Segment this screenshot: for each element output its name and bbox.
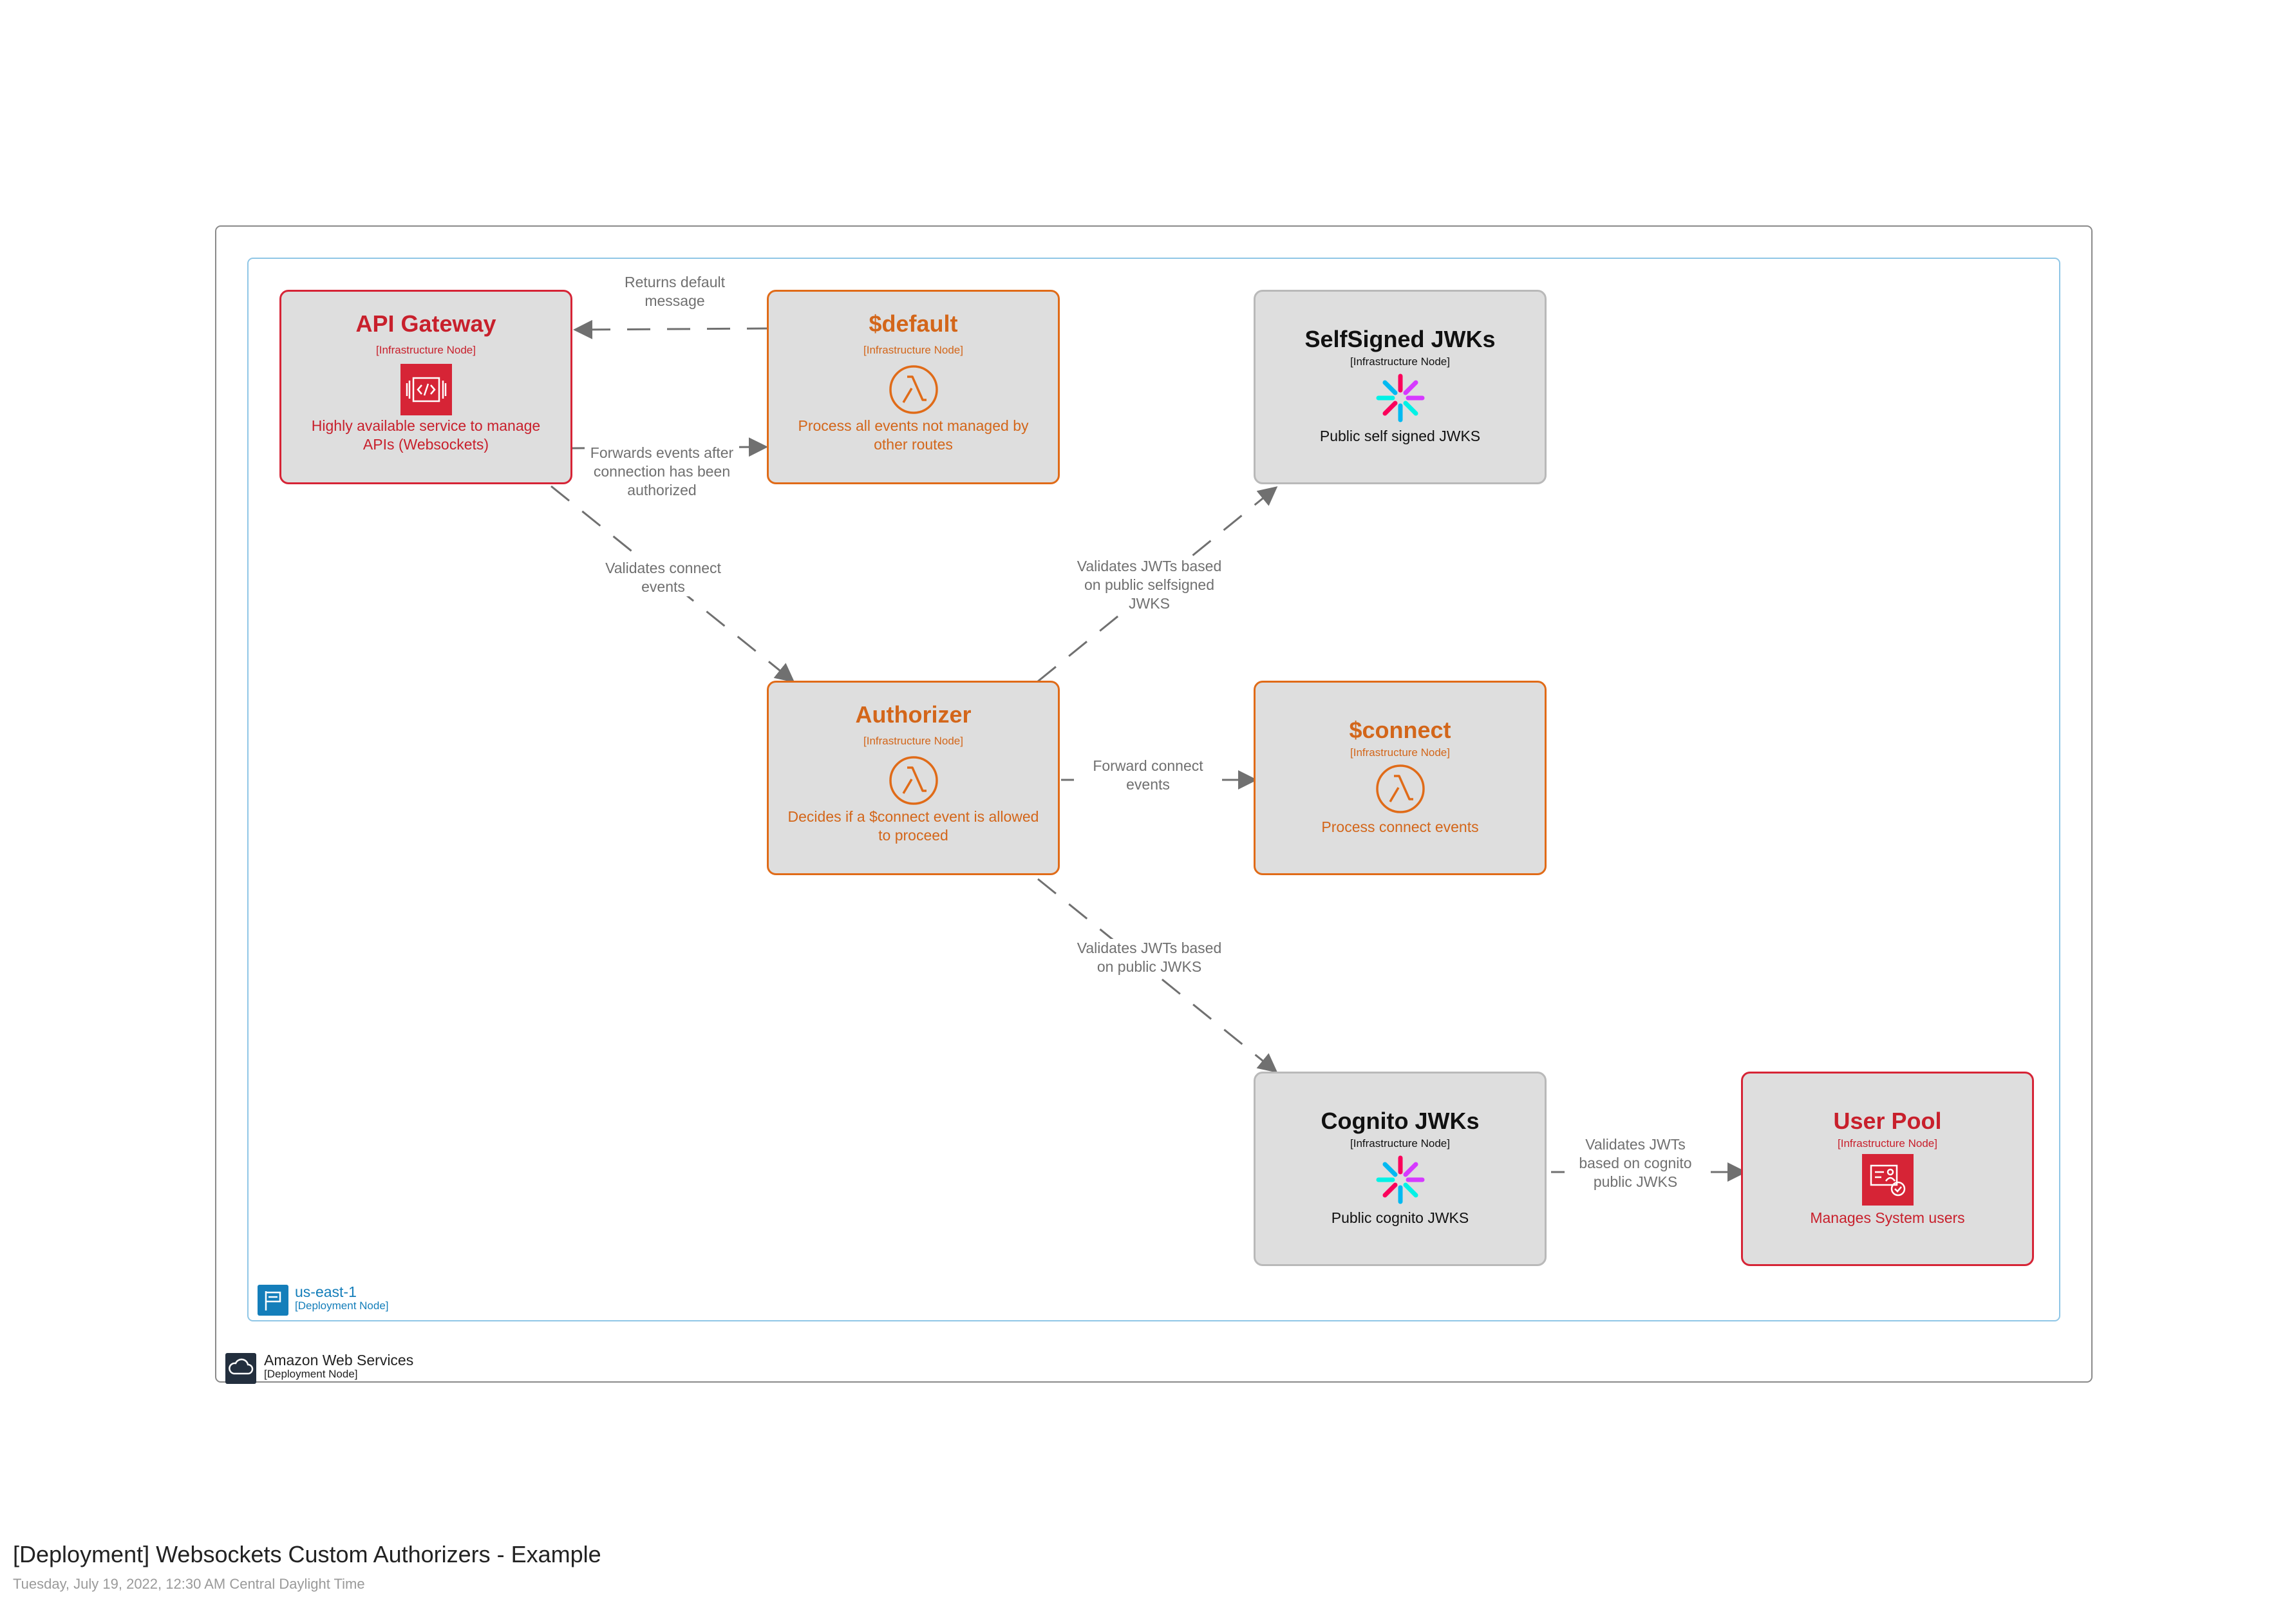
user-pool-node[interactable]: User Pool [Infrastructure Node] Manages …	[1741, 1072, 2034, 1266]
aws-group-name: Amazon Web Services	[264, 1352, 414, 1368]
node-title: Authorizer	[855, 701, 972, 728]
cloud-icon	[225, 1353, 256, 1384]
node-description: Public self signed JWKS	[1319, 428, 1481, 444]
region-deployment-group	[247, 258, 2060, 1321]
node-type: [Infrastructure Node]	[1838, 1137, 1937, 1150]
edge-label-validates-cognito: Validates JWTs based on cognito public J…	[1565, 1135, 1706, 1191]
node-type: [Infrastructure Node]	[1350, 1137, 1450, 1150]
diagram-date: Tuesday, July 19, 2022, 12:30 AM Central…	[13, 1576, 365, 1592]
cognito-user-pool-icon	[1861, 1154, 1914, 1206]
lambda-icon	[1375, 763, 1426, 815]
edge-validates-selfsigned	[1037, 486, 1278, 683]
cognito-jwks-node[interactable]: Cognito JWKs [Infrastructure Node] Publi…	[1254, 1072, 1547, 1266]
node-description: Public cognito JWKS	[1331, 1209, 1469, 1226]
node-description: Decides if a $connect event is allowed t…	[787, 808, 1039, 844]
lambda-icon	[888, 755, 939, 806]
edge-validates-connect	[550, 485, 795, 683]
node-type: [Infrastructure Node]	[1350, 746, 1450, 759]
node-title: User Pool	[1833, 1108, 1942, 1134]
selfsigned-jwks-node[interactable]: SelfSigned JWKs [Infrastructure Node] Pu…	[1254, 290, 1547, 484]
aws-group-label: Amazon Web Services [Deployment Node]	[264, 1352, 413, 1381]
edge-label-returns-default: Returns default message	[598, 273, 752, 310]
lambda-icon	[888, 364, 939, 415]
node-description: Manages System users	[1810, 1209, 1965, 1226]
region-group-label: us-east-1 [Deployment Node]	[295, 1283, 389, 1312]
region-group-name: us-east-1	[295, 1283, 357, 1300]
edge-label-forwards-events: Forwards events after connection has bee…	[585, 444, 739, 500]
node-title: $connect	[1349, 717, 1451, 743]
node-type: [Infrastructure Node]	[1350, 355, 1450, 368]
node-type: [Infrastructure Node]	[376, 344, 476, 356]
node-description: Process connect events	[1321, 818, 1479, 835]
node-type: [Infrastructure Node]	[863, 344, 963, 356]
edge-returns-default	[573, 319, 771, 339]
diagram-title: [Deployment] Websockets Custom Authorize…	[13, 1541, 601, 1567]
node-description: Highly available service to manage APIs …	[311, 417, 541, 453]
node-title: $default	[869, 310, 958, 337]
api-gateway-icon	[400, 364, 452, 415]
edge-validates-jwks	[1037, 878, 1278, 1073]
node-title: Cognito JWKs	[1321, 1108, 1480, 1134]
node-title: API Gateway	[355, 310, 496, 337]
edge-label-forward-connect: Forward connect events	[1074, 757, 1222, 794]
edge-label-validates-jwks: Validates JWTs based on public JWKS	[1072, 939, 1227, 976]
node-description: Process all events not managed by other …	[798, 417, 1029, 453]
node-type: [Infrastructure Node]	[863, 735, 963, 747]
aws-deployment-group	[215, 225, 2093, 1383]
region-group-type: [Deployment Node]	[295, 1300, 389, 1312]
edge-label-validates-selfsigned: Validates JWTs based on public selfsigne…	[1072, 557, 1227, 613]
jwt-icon	[1375, 372, 1426, 424]
node-title: SelfSigned JWKs	[1304, 326, 1496, 352]
default-route-node[interactable]: $default [Infrastructure Node] Process a…	[767, 290, 1060, 484]
region-flag-icon	[258, 1285, 288, 1316]
api-gateway-node[interactable]: API Gateway [Infrastructure Node] Highly…	[279, 290, 572, 484]
edge-label-validates-connect: Validates connect events	[586, 559, 740, 596]
aws-group-type: [Deployment Node]	[264, 1368, 358, 1381]
jwt-icon	[1375, 1154, 1426, 1206]
authorizer-node[interactable]: Authorizer [Infrastructure Node] Decides…	[767, 681, 1060, 875]
connect-route-node[interactable]: $connect [Infrastructure Node] Process c…	[1254, 681, 1547, 875]
